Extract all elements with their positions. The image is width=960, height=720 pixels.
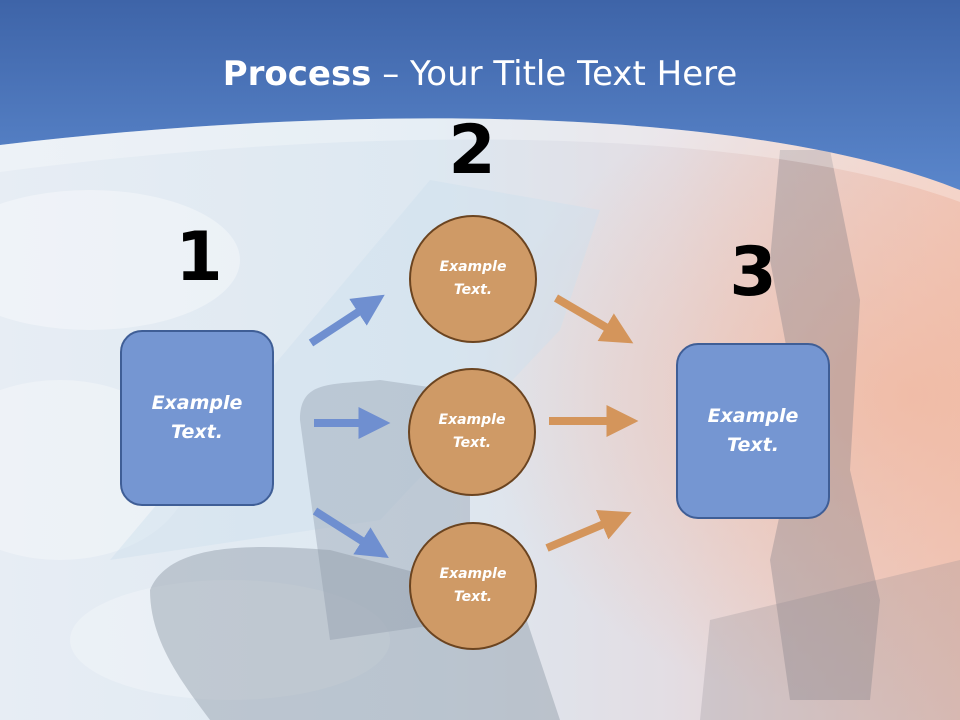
circle-1-line1: Example — [439, 259, 507, 275]
step-number-3: 3 — [729, 233, 777, 312]
title-rest: – Your Title Text Here — [371, 54, 738, 94]
step-number-2: 2 — [448, 111, 496, 190]
step-number-1: 1 — [175, 218, 223, 297]
arrow-to-circle-3 — [312, 507, 389, 559]
title-bold: Process — [222, 54, 372, 94]
circle-2-line2: Text. — [452, 435, 492, 451]
circle-2-line1: Example — [438, 412, 506, 428]
arrow-to-circle-1 — [308, 294, 385, 347]
step-1-line1: Example — [151, 392, 243, 414]
circle-1-line2: Text. — [453, 282, 493, 298]
slide-title: Process – Your Title Text Here — [0, 52, 960, 96]
arrow-from-circle-1 — [553, 294, 634, 344]
step-3-line1: Example — [707, 405, 799, 427]
circle-3-line1: Example — [439, 566, 507, 582]
step-2-circle-1: Example Text. — [409, 215, 537, 343]
circle-3-line2: Text. — [453, 589, 493, 605]
step-3-box: Example Text. — [676, 343, 830, 519]
step-1-box: Example Text. — [120, 330, 274, 506]
step-2-circle-2: Example Text. — [408, 368, 536, 496]
step-2-circle-3: Example Text. — [409, 522, 537, 650]
step-3-line2: Text. — [727, 434, 779, 456]
step-1-line2: Text. — [171, 421, 223, 443]
arrow-from-circle-3 — [545, 509, 632, 552]
